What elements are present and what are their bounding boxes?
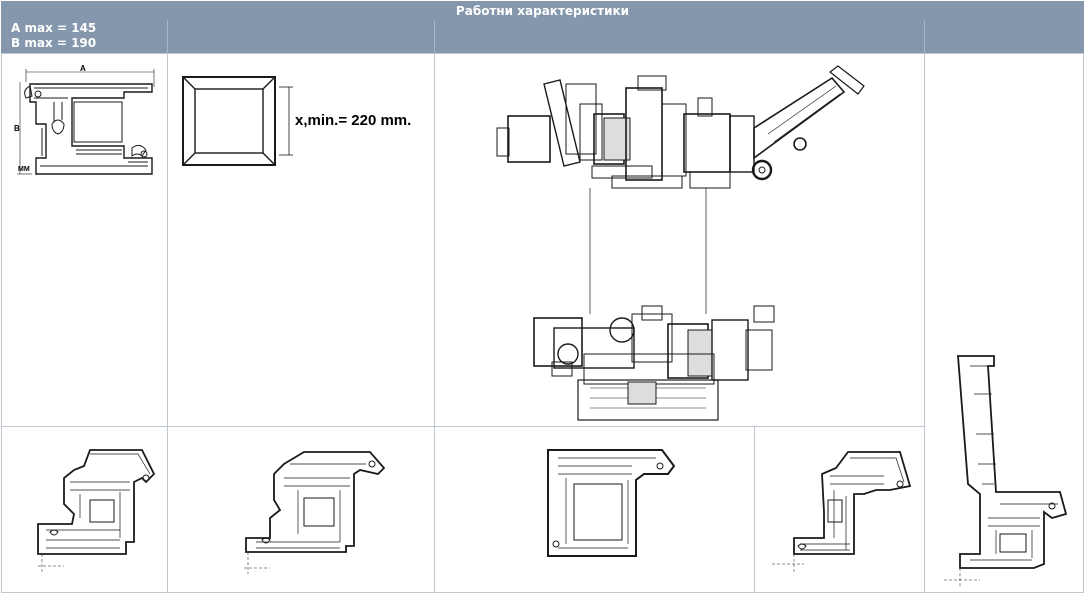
header-sub-3 xyxy=(435,20,924,53)
dim-a-label: A xyxy=(80,64,86,73)
header-divider-3 xyxy=(924,20,925,53)
square-frame-icon xyxy=(182,76,293,166)
header-divider-2 xyxy=(434,20,435,53)
cell-profile-1 xyxy=(1,426,168,593)
header-title: Работни характеристики xyxy=(455,4,630,18)
cell-tall-profile xyxy=(924,53,1084,593)
header-divider-1 xyxy=(167,20,168,53)
cell-frame-min xyxy=(167,53,435,427)
header-title-bar: Работни характеристики xyxy=(1,1,1084,20)
frame-min-label: x,min.= 220 mm. xyxy=(295,112,412,129)
header-sub-1: A max = 145 B max = 190 xyxy=(1,20,167,53)
header-sub-2 xyxy=(168,20,434,53)
profile-cross-section-1 xyxy=(37,449,156,572)
machine-layout-icon xyxy=(496,65,865,421)
tall-profile-cross-section xyxy=(944,355,1068,586)
cell-profile-3 xyxy=(434,426,755,593)
b-max-label: B max = 190 xyxy=(11,36,97,50)
a-max-label: A max = 145 xyxy=(11,21,97,35)
dim-b-label: B xyxy=(14,124,20,133)
profile-cross-section-3 xyxy=(547,449,676,557)
profile-dimension-drawing xyxy=(17,69,155,175)
profile-cross-section-4 xyxy=(772,451,912,574)
dim-unit-label: MM xyxy=(18,166,30,173)
cell-profile-dimensions xyxy=(1,53,168,427)
profile-cross-section-2 xyxy=(244,451,386,574)
header-sub-4 xyxy=(925,20,1084,53)
cell-profile-4 xyxy=(754,426,925,593)
